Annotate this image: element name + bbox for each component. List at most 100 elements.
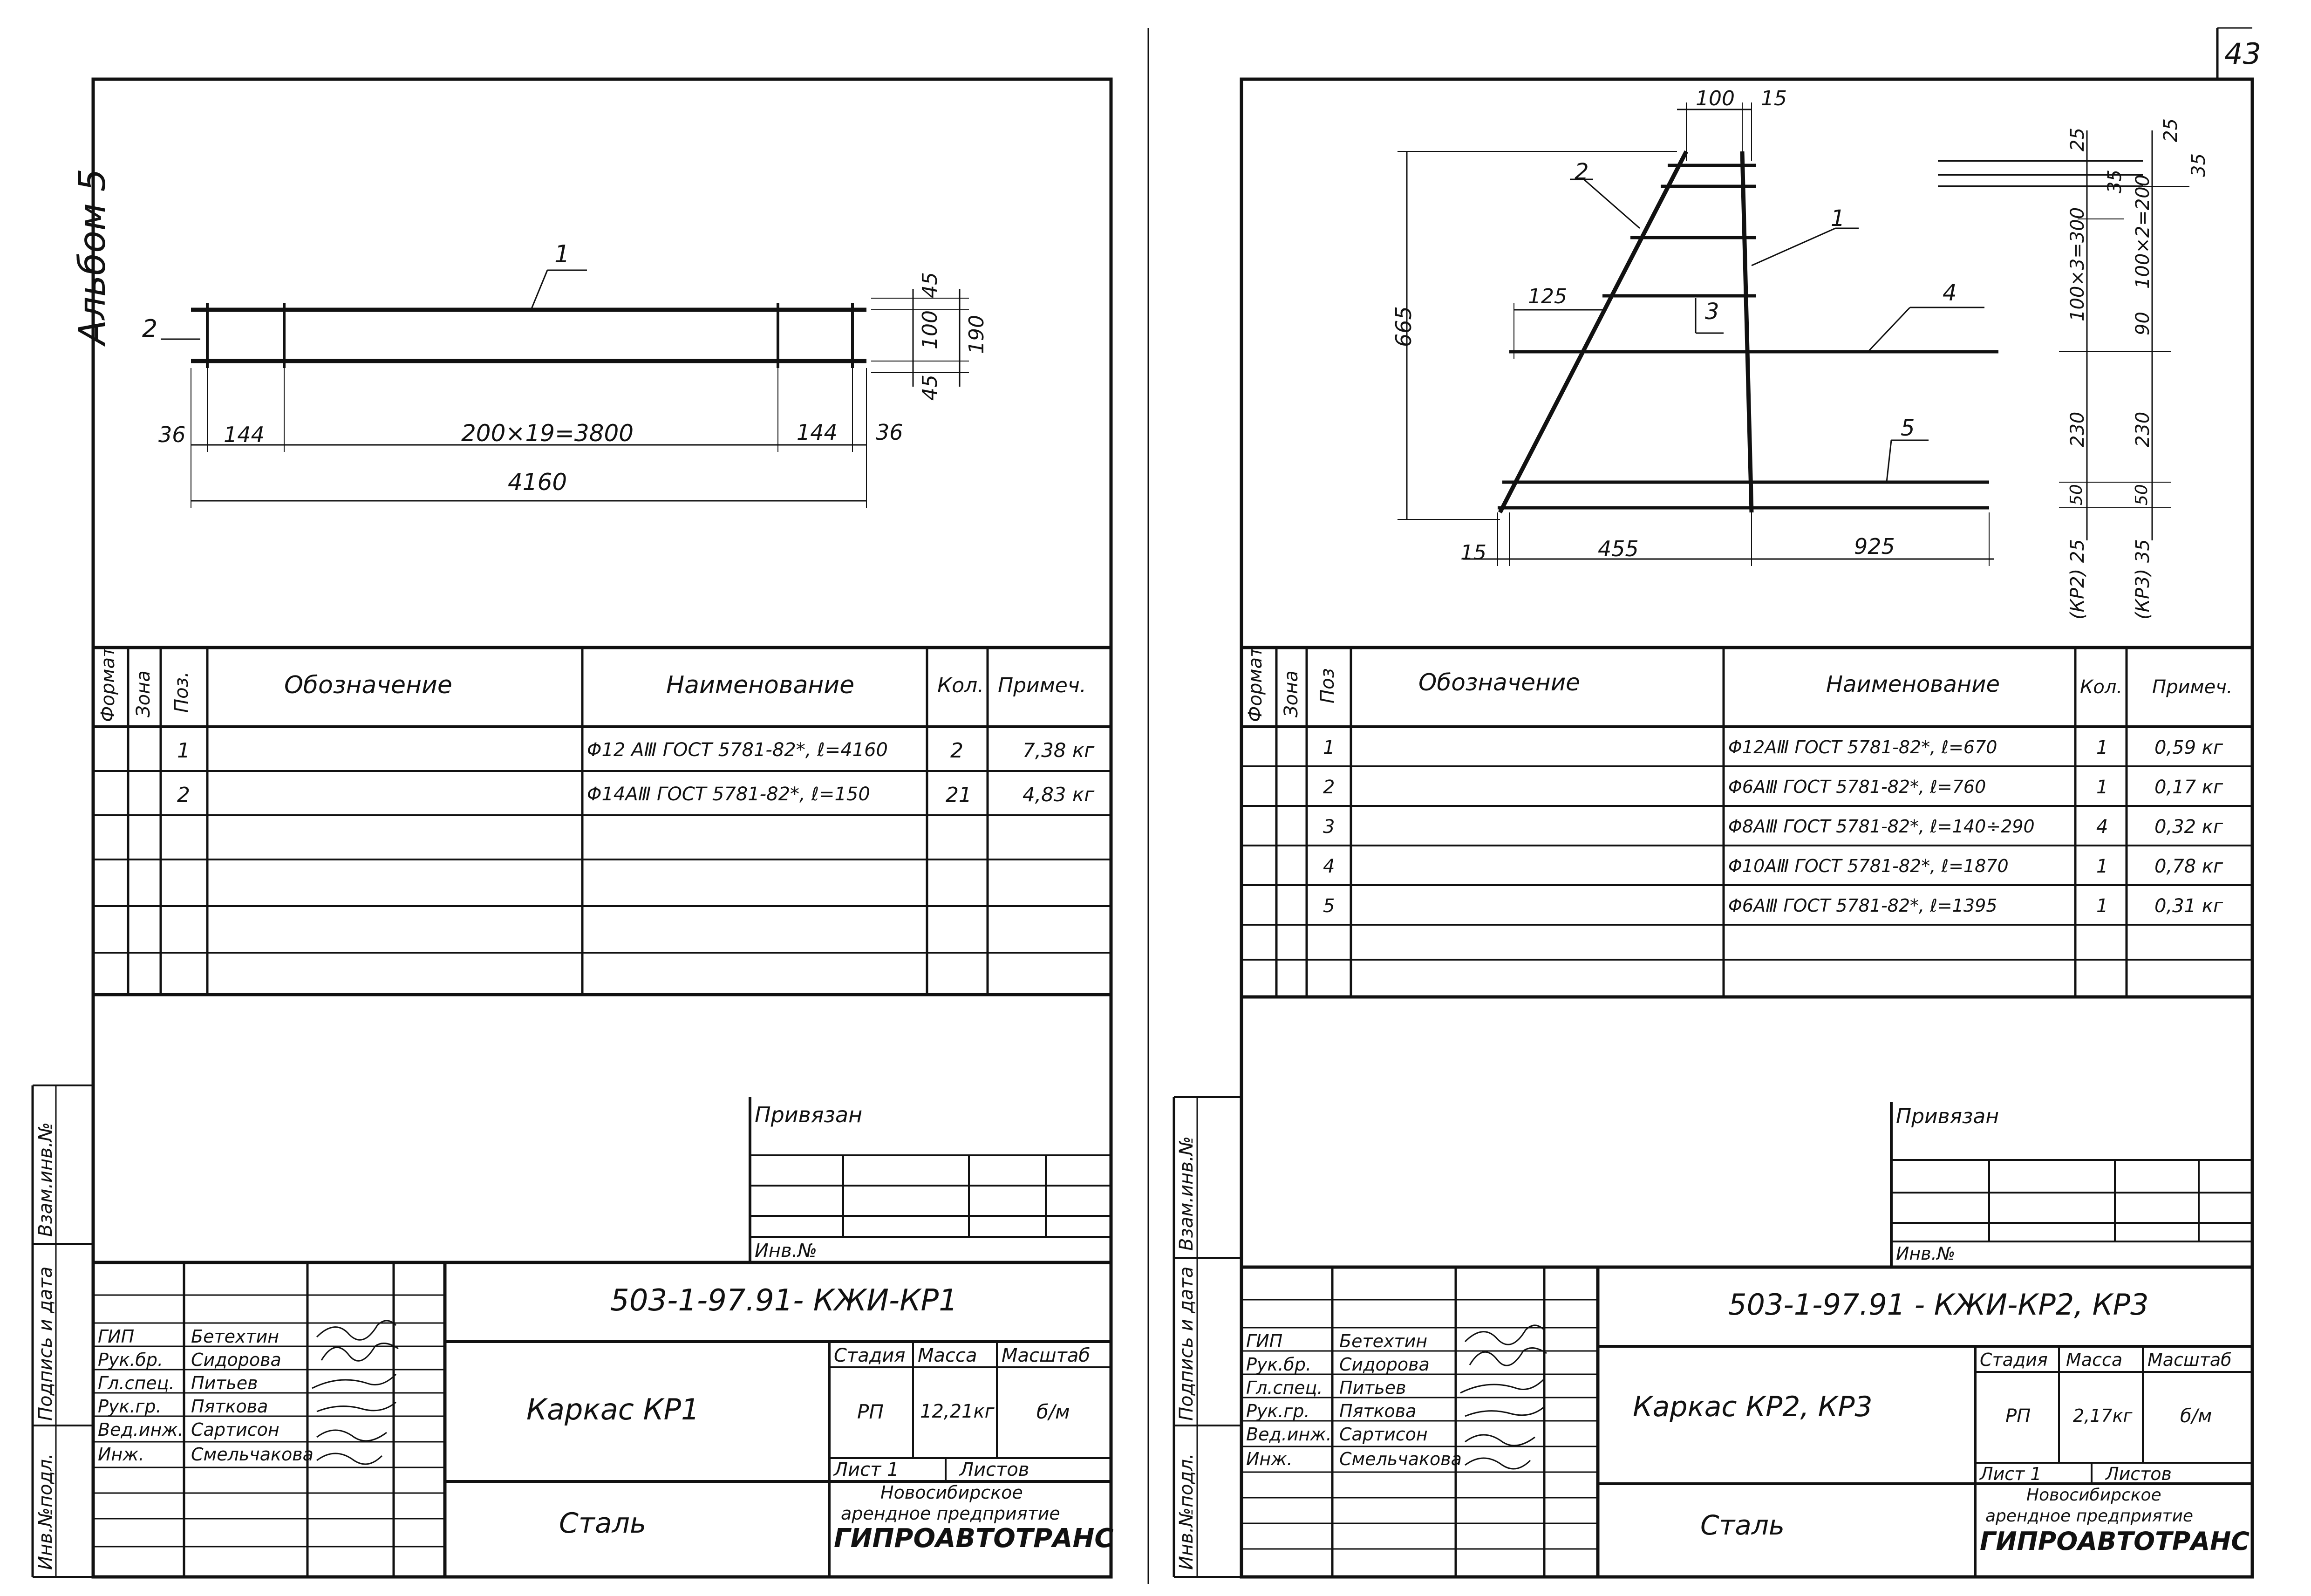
mass-value: 2,17кг xyxy=(2073,1405,2133,1426)
kp3-dim-200: 100×2=200 xyxy=(2132,174,2154,289)
side-vzam: Взам.инв.№ xyxy=(35,1122,56,1237)
row-2-qty: 21 xyxy=(946,783,972,807)
side-vzam: Взам.инв.№ xyxy=(1176,1136,1197,1251)
row-2-note: 0,17 кг xyxy=(2154,777,2223,798)
header-format: Формат xyxy=(97,646,119,722)
doc-code: 503-1-97.91 - КЖИ-КР2, КР3 xyxy=(1728,1288,2149,1322)
dim-190: 190 xyxy=(965,315,988,354)
header-pos: Поз. xyxy=(171,671,192,713)
staff-name-3: Питьев xyxy=(1339,1378,1406,1398)
row-5-qty: 1 xyxy=(2096,895,2108,917)
kp2-dim-35: 35 xyxy=(2104,170,2126,193)
kp2-dim-230: 230 xyxy=(2067,411,2088,447)
row-1-pos: 1 xyxy=(177,739,190,763)
side-inv-podl: Инв.№подл. xyxy=(35,1453,56,1570)
header-pos: Поз xyxy=(1317,668,1338,703)
row-2-pos: 2 xyxy=(177,783,190,807)
header-designation: Обозначение xyxy=(1418,669,1580,696)
staff-name-2: Сидорова xyxy=(1339,1354,1430,1375)
kp2-dim-25: 25 xyxy=(2067,128,2088,151)
row-1-name: Φ12AⅢ ГОСТ 5781-82*, ℓ=670 xyxy=(1728,737,1997,757)
side-inv-podl: Инв.№подл. xyxy=(1176,1453,1197,1570)
sheets-label: Листов xyxy=(960,1459,1029,1480)
position-5-label: 5 xyxy=(1901,415,1915,441)
dim-665: 665 xyxy=(1391,306,1416,347)
row-2-name: Φ6AⅢ ГОСТ 5781-82*, ℓ=760 xyxy=(1728,777,1986,797)
staff-name-4: Пяткова xyxy=(191,1396,268,1417)
material: Сталь xyxy=(559,1507,647,1540)
privyazan-label: Привязан xyxy=(755,1102,863,1127)
kp2-dim-300: 100×3=300 xyxy=(2067,207,2088,321)
staff-role-4: Рук.гр. xyxy=(1246,1401,1310,1421)
header-note: Примеч. xyxy=(2152,676,2233,698)
scale-value: б/м xyxy=(2180,1405,2212,1427)
staff-role-4: Рук.гр. xyxy=(98,1396,162,1417)
kp3-dim-230: 230 xyxy=(2132,411,2154,447)
org-name: ГИПРОАВТОТРАНС xyxy=(1980,1527,2250,1556)
sheet-title: Каркас КР2, КР3 xyxy=(1633,1391,1873,1423)
org-line-2: арендное предприятие xyxy=(841,1503,1060,1524)
staff-name-6: Смельчакова xyxy=(191,1444,314,1465)
row-3-name: Φ8AⅢ ГОСТ 5781-82*, ℓ=140÷290 xyxy=(1728,816,2035,837)
dim-total: 4160 xyxy=(508,469,567,496)
staff-name-3: Питьев xyxy=(191,1373,258,1393)
sheet-label: Лист 1 xyxy=(1980,1464,2042,1484)
dim-144-left: 144 xyxy=(224,422,265,447)
kp3-dim-50: 50 xyxy=(2132,484,2151,505)
org-line-2: арендное предприятие xyxy=(1985,1507,2194,1526)
header-note: Примеч. xyxy=(998,674,1086,697)
row-3-qty: 4 xyxy=(2096,816,2108,838)
staff-role-5: Вед.инж. xyxy=(98,1419,184,1440)
row-4-note: 0,78 кг xyxy=(2154,856,2223,877)
row-4-qty: 1 xyxy=(2096,856,2108,877)
staff-role-3: Гл.спец. xyxy=(1246,1378,1323,1398)
dim-100-top: 100 xyxy=(1696,87,1735,110)
inv-no-label: Инв.№ xyxy=(755,1240,817,1262)
sheet-label: Лист 1 xyxy=(834,1459,899,1480)
doc-code: 503-1-97.91- КЖИ-КР1 xyxy=(610,1283,958,1318)
staff-name-2: Сидорова xyxy=(191,1350,281,1370)
row-4-name: Φ10AⅢ ГОСТ 5781-82*, ℓ=1870 xyxy=(1728,856,2009,876)
row-4-pos: 4 xyxy=(1323,856,1335,877)
staff-role-6: Инж. xyxy=(98,1444,144,1465)
position-3-label: 3 xyxy=(1705,299,1719,325)
row-3-pos: 3 xyxy=(1323,816,1335,838)
header-name: Наименование xyxy=(1826,671,2000,697)
staff-name-1: Бетехтин xyxy=(191,1326,280,1347)
position-2-label: 2 xyxy=(142,315,158,343)
mass-label: Масса xyxy=(2066,1350,2123,1370)
header-designation: Обозначение xyxy=(284,671,452,699)
row-2-note: 4,83 кг xyxy=(1023,783,1095,806)
row-1-pos: 1 xyxy=(1323,737,1335,758)
kp3-dim-35: 35 xyxy=(2188,153,2209,177)
side-podpis: Подпись и дата xyxy=(1176,1266,1197,1421)
stage-value: РП xyxy=(2005,1405,2031,1427)
header-name: Наименование xyxy=(666,671,855,699)
row-3-note: 0,32 кг xyxy=(2154,816,2223,838)
staff-name-5: Сартисон xyxy=(1339,1424,1428,1445)
page-number: 43 xyxy=(2224,37,2261,71)
kp2-dim-50: 50 xyxy=(2067,484,2086,505)
material: Сталь xyxy=(1700,1509,1785,1541)
album-label: Альбом 5 xyxy=(72,168,114,345)
staff-name-5: Сартисон xyxy=(191,1419,280,1440)
kp3-dim-90: 90 xyxy=(2132,312,2154,335)
kp3-dim-bottom: (КР3) 35 xyxy=(2132,539,2154,620)
dim-15-bottom: 15 xyxy=(1460,541,1486,565)
position-2-label: 2 xyxy=(1575,159,1589,185)
org-line-1: Новосибирское xyxy=(880,1482,1023,1503)
dim-45-bottom: 45 xyxy=(918,375,942,401)
staff-role-5: Вед.инж. xyxy=(1246,1424,1332,1445)
header-format: Формат xyxy=(1245,646,1266,722)
dim-100: 100 xyxy=(918,310,942,349)
row-2-qty: 1 xyxy=(2096,777,2108,798)
dim-15-top: 15 xyxy=(1761,87,1787,110)
row-2-pos: 2 xyxy=(1323,777,1335,798)
row-5-pos: 5 xyxy=(1323,895,1335,917)
dim-925: 925 xyxy=(1854,534,1895,559)
position-1-label: 1 xyxy=(554,240,570,268)
dim-36-left: 36 xyxy=(158,422,186,447)
header-qty: Кол. xyxy=(937,674,984,697)
row-1-name: Φ12 AⅢ ГОСТ 5781-82*, ℓ=4160 xyxy=(587,739,888,761)
